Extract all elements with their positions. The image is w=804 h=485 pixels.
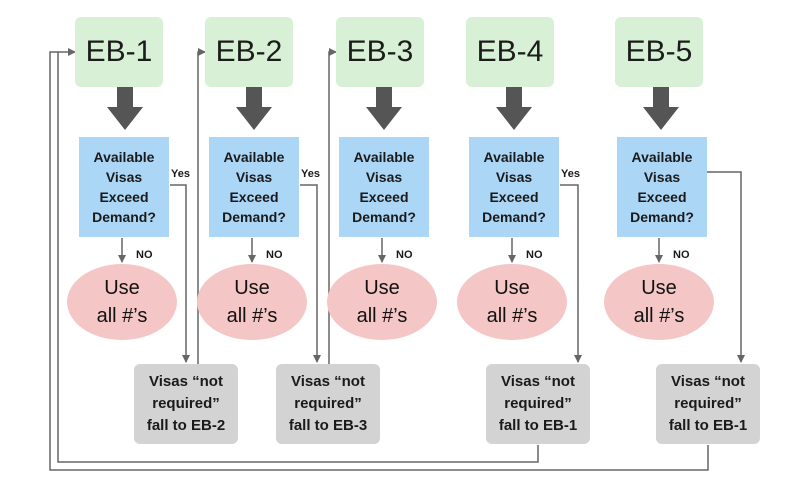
use-all-ellipse-eb-3: Use all #’s (327, 264, 437, 340)
yes-line-eb-5 (707, 171, 745, 363)
eb-5-box: EB-5 (615, 17, 703, 87)
use-all-ellipse-eb-1: Use all #’s (67, 264, 177, 340)
fall-box-eb-4: Visas “not required” fall to EB-1 (486, 364, 590, 444)
yes-connectors (170, 171, 745, 363)
big-arrow-eb-1 (107, 87, 143, 130)
no-arrows (118, 238, 663, 263)
big-arrow-eb-2 (236, 87, 272, 130)
fall-line-eb-5-to-eb-1 (49, 51, 709, 471)
use-all-ellipse-eb-2: Use all #’s (197, 264, 307, 340)
question-box-eb-5: Available Visas Exceed Demand? (617, 137, 707, 237)
use-all-ellipse-eb-4: Use all #’s (457, 264, 567, 340)
question-box-eb-3: Available Visas Exceed Demand? (339, 137, 429, 237)
fall-line-eb-4-to-eb-1 (57, 48, 539, 463)
big-arrow-eb-5 (643, 87, 679, 130)
fall-box-eb-5: Visas “not required” fall to EB-1 (656, 364, 760, 444)
no-label-eb-1: NO (136, 249, 153, 261)
fall-box-eb-1: Visas “not required” fall to EB-2 (134, 364, 238, 444)
eb-4-box: EB-4 (466, 17, 554, 87)
question-box-eb-1: Available Visas Exceed Demand? (79, 137, 169, 237)
big-arrow-eb-3 (366, 87, 402, 130)
yes-line-eb-2 (300, 184, 321, 363)
no-label-eb-3: NO (396, 249, 413, 261)
no-label-eb-4: NO (526, 249, 543, 261)
yes-label-eb-4: Yes (561, 168, 580, 180)
eb-3-box: EB-3 (336, 17, 424, 87)
no-label-eb-2: NO (266, 249, 283, 261)
use-all-ellipse-eb-5: Use all #’s (604, 264, 714, 340)
fall-line-to-eb-3 (328, 48, 337, 366)
eb-2-box: EB-2 (205, 17, 293, 87)
fall-through-connectors (49, 48, 709, 471)
question-box-eb-2: Available Visas Exceed Demand? (209, 137, 299, 237)
eb-1-box: EB-1 (75, 17, 163, 87)
no-label-eb-5: NO (673, 249, 690, 261)
yes-label-eb-1: Yes (171, 168, 190, 180)
yes-label-eb-2: Yes (301, 168, 320, 180)
big-arrows (107, 87, 679, 130)
big-arrow-eb-4 (496, 87, 532, 130)
yes-line-eb-4 (560, 184, 582, 363)
fall-line-to-eb-2 (197, 48, 206, 366)
question-box-eb-4: Available Visas Exceed Demand? (469, 137, 559, 237)
fall-box-eb-2: Visas “not required” fall to EB-3 (276, 364, 380, 444)
yes-line-eb-1 (170, 184, 190, 363)
